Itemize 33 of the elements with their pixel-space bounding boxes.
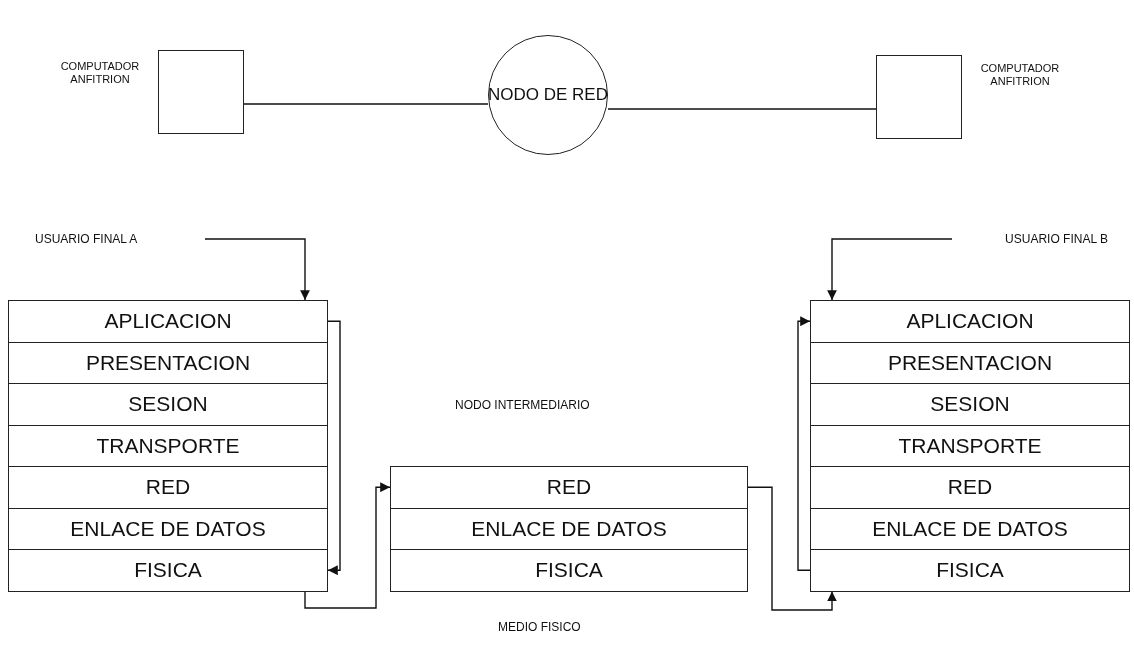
protocol-layer: FISICA <box>810 549 1130 592</box>
protocol-layer: SESION <box>810 383 1130 426</box>
host-computer-box <box>876 55 962 139</box>
protocol-layer: ENLACE DE DATOS <box>8 507 328 550</box>
protocol-layer: FISICA <box>390 549 748 592</box>
arrow <box>327 320 341 576</box>
connector-line <box>243 103 489 105</box>
protocol-layer: TRANSPORTE <box>8 424 328 467</box>
protocol-layer: PRESENTACION <box>8 341 328 384</box>
arrow <box>304 482 391 609</box>
host-computer-box <box>158 50 244 134</box>
protocol-layer: SESION <box>8 383 328 426</box>
node-caption: NODO INTERMEDIARIO <box>455 398 590 412</box>
host-computer-caption: COMPUTADOR ANFITRION <box>59 60 141 86</box>
host-computer-caption: COMPUTADOR ANFITRION <box>979 62 1061 88</box>
protocol-layer: RED <box>390 466 748 509</box>
arrow <box>827 238 953 301</box>
protocol-layer: ENLACE DE DATOS <box>390 507 748 550</box>
connector-line <box>607 108 877 110</box>
end-user-label: USUARIO FINAL B <box>938 230 1108 248</box>
protocol-layer: RED <box>8 466 328 509</box>
arrow <box>204 238 310 301</box>
arrow <box>797 316 811 571</box>
medium-caption: MEDIO FISICO <box>498 620 581 634</box>
protocol-layer: PRESENTACION <box>810 341 1130 384</box>
protocol-layer: APLICACION <box>810 300 1130 343</box>
protocol-layer: TRANSPORTE <box>810 424 1130 467</box>
end-user-label: USUARIO FINAL A <box>35 230 205 248</box>
arrow <box>747 486 837 611</box>
protocol-layer: APLICACION <box>8 300 328 343</box>
protocol-layer: ENLACE DE DATOS <box>810 507 1130 550</box>
protocol-layer: RED <box>810 466 1130 509</box>
protocol-layer: FISICA <box>8 549 328 592</box>
